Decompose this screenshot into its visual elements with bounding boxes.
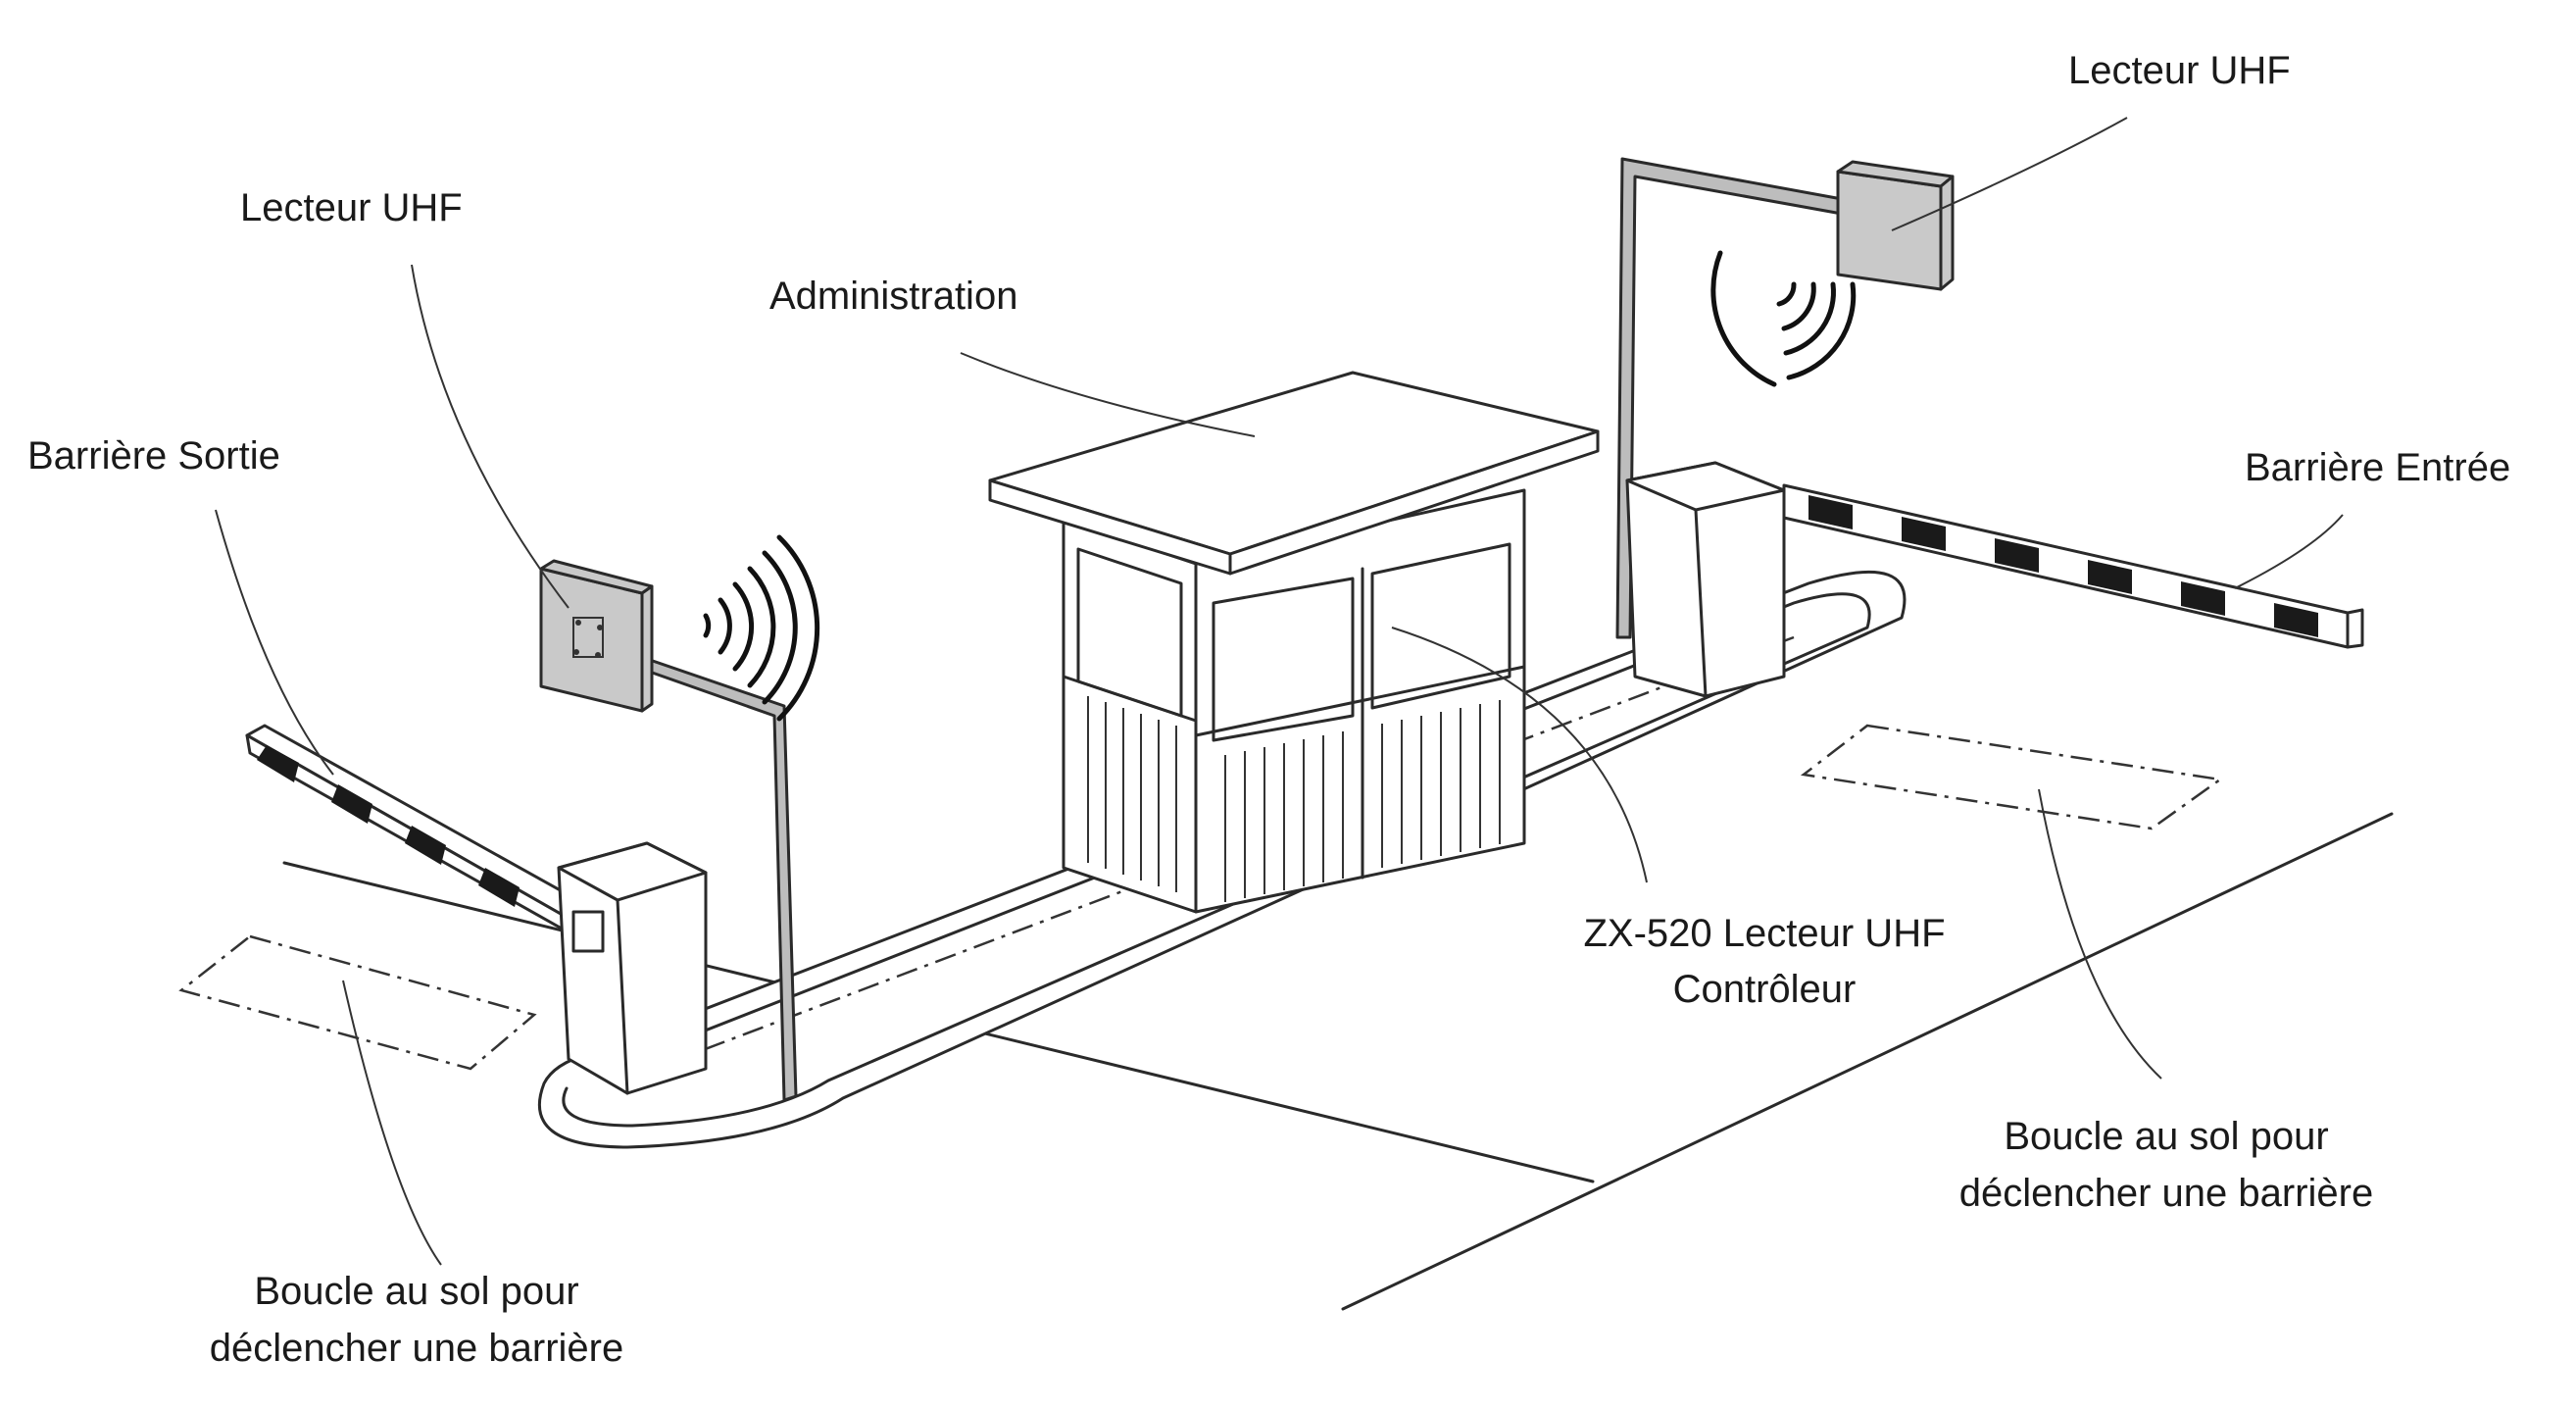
label-controller-line2: Contrôleur xyxy=(1673,968,1857,1011)
leader-lines xyxy=(215,117,2344,1266)
label-loop-right-line1: Boucle au sol pour xyxy=(2004,1115,2328,1158)
label-uhf-reader-left: Lecteur UHF xyxy=(240,186,463,229)
ground-loop-right xyxy=(1800,724,2224,830)
label-uhf-reader-right: Lecteur UHF xyxy=(2068,49,2291,92)
label-controller-line1: ZX-520 Lecteur UHF xyxy=(1583,912,1945,955)
administration-booth xyxy=(988,371,1600,914)
label-loop-right-line2: déclencher une barrière xyxy=(1959,1172,2373,1215)
label-administration: Administration xyxy=(769,275,1017,318)
exit-barrier xyxy=(245,724,708,1095)
signal-waves-right xyxy=(1710,250,1857,387)
label-loop-left-line1: Boucle au sol pour xyxy=(254,1270,578,1313)
signal-waves-left xyxy=(703,534,820,722)
label-exit-barrier: Barrière Sortie xyxy=(27,434,280,478)
label-entry-barrier: Barrière Entrée xyxy=(2245,446,2510,489)
uhf-reader-right xyxy=(1615,157,1955,639)
label-loop-left-line2: déclencher une barrière xyxy=(210,1327,623,1370)
entry-barrier xyxy=(1625,461,2364,698)
ground-loop-left xyxy=(178,934,537,1071)
